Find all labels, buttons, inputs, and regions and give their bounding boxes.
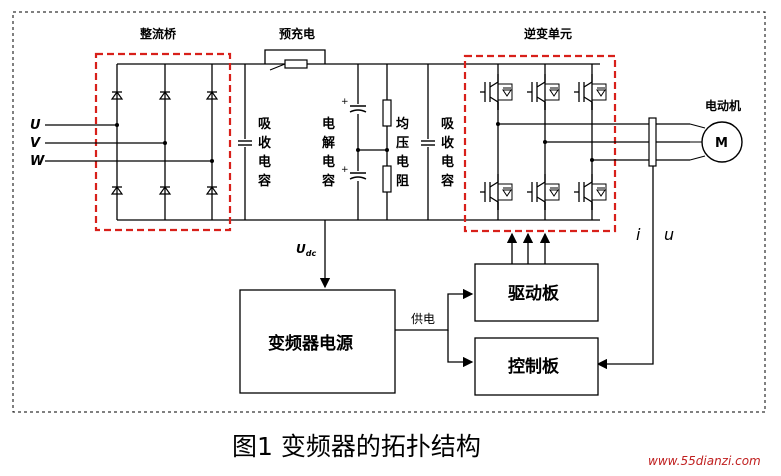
power-supply-box	[239, 289, 396, 394]
current-sensor	[648, 117, 657, 167]
current-signal-label: i	[636, 225, 641, 244]
label-char: 收	[441, 135, 455, 151]
control-board-box	[474, 337, 599, 396]
absorb-cap-2-label: 吸收电容	[440, 117, 455, 189]
label-char: 解	[321, 135, 335, 151]
label-char: 容	[321, 173, 335, 189]
balance-res-label: 均压电阻	[396, 116, 409, 189]
svg-text:+: +	[341, 97, 349, 107]
label-char: 电	[441, 154, 454, 170]
precharge-resistor	[264, 49, 326, 71]
label-char: 吸	[258, 117, 272, 132]
motor-m-label: M	[715, 136, 728, 151]
figure-caption: 图1 变频器的拓扑结构	[232, 432, 481, 461]
phase-v-label: V	[30, 136, 41, 151]
absorb-cap-1-label: 吸收电容	[257, 117, 272, 189]
rectifier-bridge	[111, 64, 218, 220]
driver-board-box	[474, 263, 599, 322]
label-char: 吸	[441, 117, 455, 132]
label-char: 电	[396, 154, 409, 170]
label-char: 均	[396, 116, 409, 132]
label-char: 阻	[396, 174, 409, 189]
voltage-signal-label: u	[664, 225, 674, 244]
gate-signal-arrows	[506, 232, 551, 264]
label-char: 容	[440, 173, 454, 189]
rectifier-dashed-box	[94, 52, 232, 232]
phase-u-label: U	[30, 118, 41, 133]
driver-board-label: 驱动板	[508, 283, 560, 304]
svg-text:+: +	[341, 165, 349, 175]
electrolytic-cap-label: 电解电容	[321, 116, 335, 189]
label-char: 电	[322, 116, 335, 132]
phase-inputs	[45, 124, 212, 162]
label-char: 容	[257, 173, 271, 189]
precharge-label: 预充电	[279, 26, 315, 41]
rectifier-label: 整流桥	[139, 26, 177, 41]
supply-to-driver	[395, 288, 474, 331]
feedback-line	[596, 166, 654, 370]
supply-label: 供电	[411, 312, 435, 326]
inverter-label: 逆变单元	[524, 26, 572, 41]
label-char: 电	[322, 154, 335, 170]
power-supply-label: 变频器电源	[268, 333, 353, 354]
label-char: 电	[258, 154, 271, 170]
motor-symbol	[701, 121, 743, 163]
label-char: 收	[258, 135, 272, 151]
motor-output-lines	[498, 123, 706, 161]
udc-label: Udc	[296, 242, 316, 258]
motor-label: 电动机	[705, 98, 741, 113]
supply-to-control	[447, 330, 474, 368]
label-char: 压	[396, 136, 409, 151]
control-board-label: 控制板	[508, 356, 560, 377]
inverter-dashed-box	[463, 54, 617, 233]
watermark: www.55dianzi.com	[648, 454, 761, 468]
phase-w-label: W	[30, 154, 45, 169]
